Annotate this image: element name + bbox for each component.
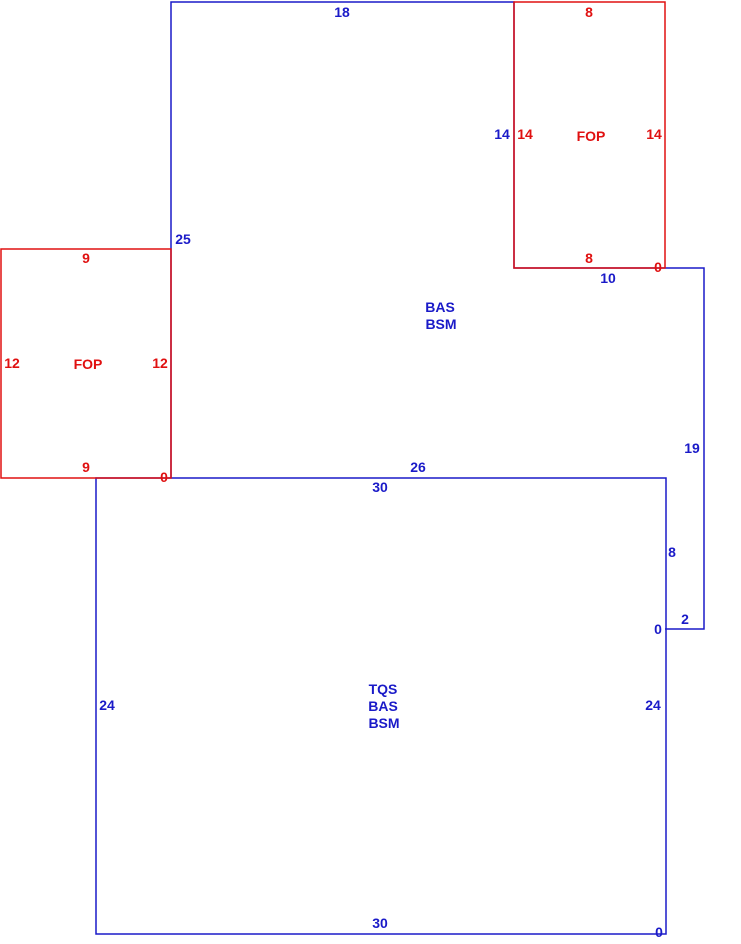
porch-left-code: FOP [74, 356, 103, 372]
dim-porch-right-corner: 0 [654, 259, 662, 275]
dim-upper-top: 18 [334, 4, 350, 20]
dim-porch-right-top: 8 [585, 4, 593, 20]
dim-upper-inner-left: 14 [494, 126, 510, 142]
dim-porch-left-top: 9 [82, 250, 90, 266]
lower-area-outline [95, 477, 667, 935]
upper-area-code-1: BAS [425, 299, 455, 315]
dim-upper-left: 25 [175, 231, 191, 247]
dim-upper-inner-bottom: 10 [600, 270, 616, 286]
dim-porch-left-left: 12 [4, 355, 20, 371]
dim-lower-notch-vertical: 8 [668, 544, 676, 560]
lower-area-code-2: BAS [368, 698, 398, 714]
dim-porch-right-bottom: 8 [585, 250, 593, 266]
dim-notch-corner: 0 [654, 621, 662, 637]
dim-lower-left: 24 [99, 697, 115, 713]
dim-bottom-corner: 0 [655, 924, 663, 940]
porch-right-outline [513, 1, 666, 269]
dim-upper-right: 19 [684, 440, 700, 456]
dim-porch-left-bottom: 9 [82, 459, 90, 475]
porch-left-outline [0, 248, 172, 479]
dim-lower-top: 30 [372, 479, 388, 495]
dim-porch-right-right: 14 [646, 126, 662, 142]
lower-area-code-3: BSM [368, 715, 399, 731]
upper-area-code-2: BSM [425, 316, 456, 332]
dim-porch-right-left: 14 [517, 126, 533, 142]
dim-porch-left-corner: 0 [160, 469, 168, 485]
dim-porch-left-right: 12 [152, 355, 168, 371]
dim-lower-bottom: 30 [372, 915, 388, 931]
dim-lower-right: 24 [645, 697, 661, 713]
dim-upper-bottom: 26 [410, 459, 426, 475]
porch-right-code: FOP [577, 128, 606, 144]
lower-area-code-1: TQS [369, 681, 398, 697]
dim-lower-notch-horizontal: 2 [681, 611, 689, 627]
